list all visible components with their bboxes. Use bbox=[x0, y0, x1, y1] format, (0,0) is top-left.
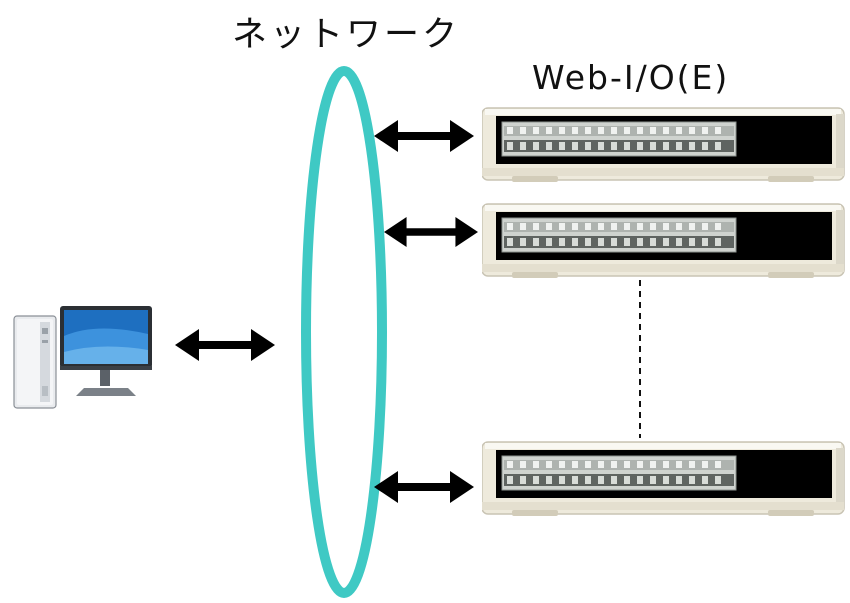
device-1-arrow bbox=[374, 120, 474, 152]
computer-network-arrow bbox=[175, 329, 275, 361]
web-io-device-2 bbox=[482, 203, 845, 279]
device-group-label: Web-I/O(E) bbox=[532, 58, 730, 97]
computer-icon bbox=[13, 306, 152, 409]
network-label: ネットワーク bbox=[232, 15, 461, 55]
device-3-arrow bbox=[374, 471, 474, 503]
network-ring bbox=[301, 66, 387, 598]
web-io-device-3 bbox=[482, 441, 845, 517]
device-2-arrow bbox=[384, 216, 478, 248]
web-io-device-1 bbox=[482, 107, 845, 183]
